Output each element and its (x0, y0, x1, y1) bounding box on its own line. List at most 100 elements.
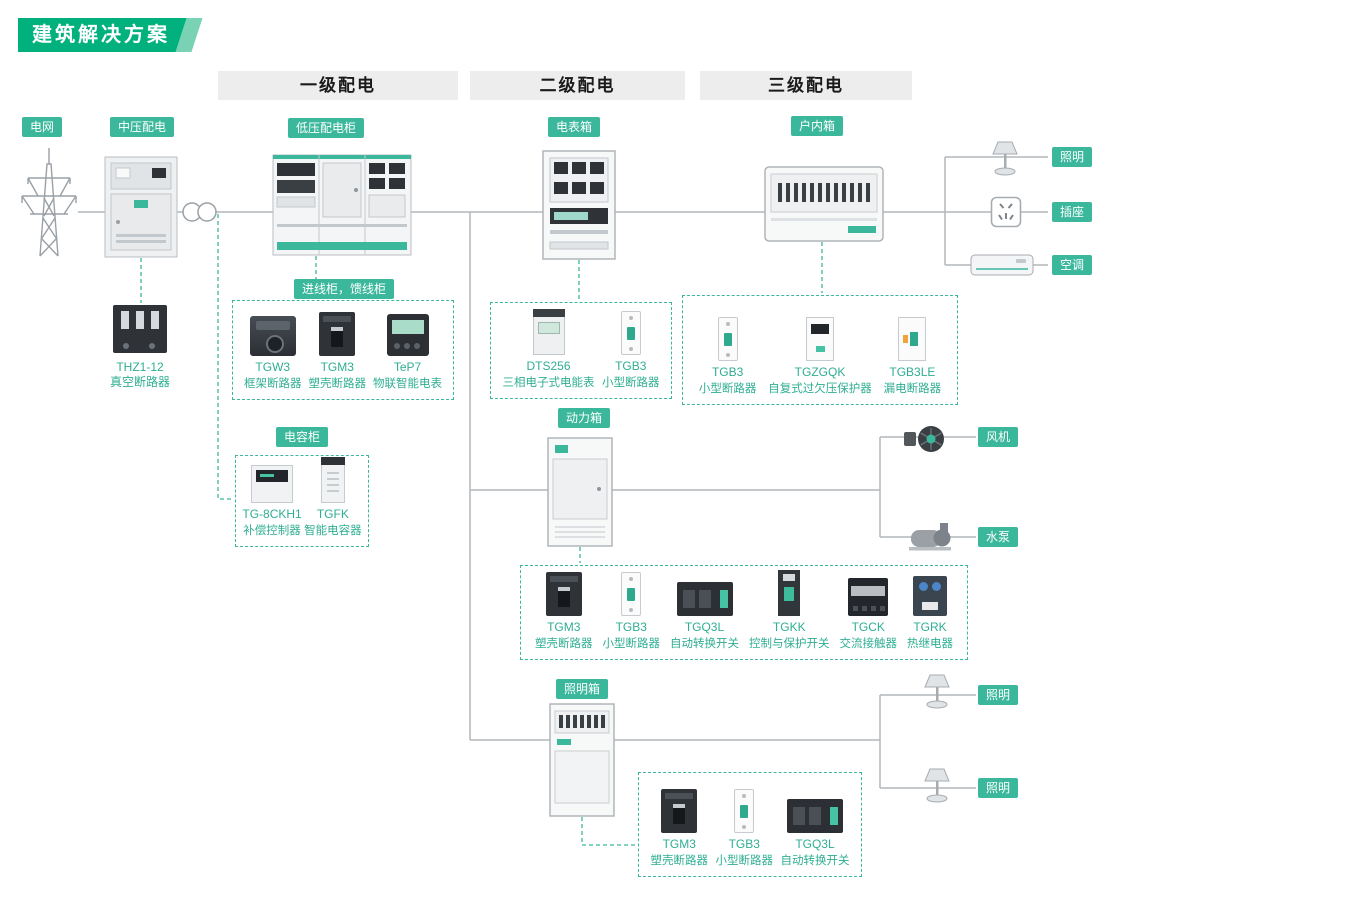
meter-box-icon (542, 150, 616, 260)
product-tgfk: TGFK 智能电容器 (304, 456, 362, 538)
product-desc: 小型断路器 (715, 854, 774, 867)
label-load-lighting-2: 照明 (978, 685, 1019, 705)
label-power-box: 动力箱 (558, 408, 611, 428)
label-load-aircon: 空调 (1052, 255, 1093, 275)
label-lighting-box: 照明箱 (556, 679, 609, 699)
product-image-tgm3 (545, 571, 582, 616)
product-desc: 小型断路器 (602, 376, 660, 389)
product-desc: 小型断路器 (602, 637, 661, 650)
power-box-icon (547, 437, 613, 547)
lamp-icon (920, 766, 954, 804)
label-capacitor-cabinet: 电容柜 (276, 427, 329, 447)
product-name: TGM3 (547, 619, 581, 634)
product-image-tgw3 (249, 315, 296, 356)
product-tgq3l: TGQ3L 自动转换开关 (780, 798, 850, 868)
product-tgb3: TGB3 小型断路器 (602, 310, 660, 390)
product-image-tgq3l (676, 581, 733, 616)
product-tg-8ckh1: TG-8CKH1 补偿控制器 (242, 464, 302, 538)
vacuum-breaker-desc: 真空断路器 (109, 375, 170, 389)
product-name: TGQ3L (684, 619, 725, 634)
product-image-tgkk (778, 569, 801, 616)
label-indoor-box: 户内箱 (791, 116, 844, 136)
product-tgb3: TGB3 小型断路器 (602, 571, 661, 651)
product-desc: 热继电器 (907, 637, 953, 650)
indoor-box-icon (764, 166, 884, 242)
label-load-lighting-3: 照明 (978, 778, 1019, 798)
product-name: TGCK (851, 619, 885, 634)
mv-cabinet-icon (104, 156, 178, 258)
product-name: TGQ3L (795, 836, 835, 851)
label-incoming-feeder-cabinet: 进线柜，馈线柜 (294, 279, 395, 299)
product-name: TGW3 (255, 359, 291, 374)
label-grid: 电网 (22, 117, 63, 137)
product-name: TGZGQK (794, 364, 846, 379)
product-desc: 小型断路器 (698, 382, 757, 395)
product-name: TGB3LE (889, 364, 936, 379)
lamp-icon (920, 672, 954, 710)
product-name: TGKK (772, 619, 806, 634)
product-desc: 漏电断路器 (883, 382, 942, 395)
product-desc: 三相电子式电能表 (502, 376, 595, 389)
product-name: TG-8CKH1 (242, 506, 302, 521)
product-image-tgm3 (319, 311, 356, 356)
label-mv-distribution: 中压配电 (110, 117, 175, 137)
product-image-dts256 (532, 308, 565, 355)
product-group-incoming-feeder: TGW3 框架断路器 TGM3 塑壳断路器 TeP7 物联智能电表 (232, 300, 454, 400)
product-desc: 塑壳断路器 (308, 377, 367, 390)
label-meter-box: 电表箱 (548, 117, 601, 137)
air-conditioner-icon (970, 254, 1034, 278)
product-desc: 智能电容器 (304, 524, 362, 537)
vacuum-breaker-image (113, 305, 167, 355)
product-tgb3: TGB3 小型断路器 (698, 316, 757, 396)
product-tgm3: TGM3 塑壳断路器 (650, 788, 709, 868)
product-dts256: DTS256 三相电子式电能表 (502, 308, 595, 390)
product-group-lighting-box: TGM3 塑壳断路器 TGB3 小型断路器 TGQ3L 自动转换开关 (638, 772, 862, 877)
lighting-box-icon (549, 703, 615, 817)
product-group-capacitor: TG-8CKH1 补偿控制器 TGFK 智能电容器 (235, 455, 369, 547)
product-name: TGM3 (662, 836, 696, 851)
label-lv-cabinet: 低压配电柜 (288, 118, 365, 138)
product-image-tgm3 (661, 788, 698, 833)
socket-icon (990, 196, 1022, 228)
vacuum-breaker-name: THZ1-12 (116, 360, 164, 374)
product-tgm3: TGM3 塑壳断路器 (308, 311, 367, 391)
pump-icon (906, 521, 954, 553)
product-desc: 补偿控制器 (243, 524, 301, 537)
product-image-tgzgqk (806, 316, 834, 361)
transmission-tower-icon (16, 138, 82, 258)
product-tgzgqk: TGZGQK 自复式过欠压保护器 (768, 316, 872, 396)
product-image-tgrk (913, 575, 947, 616)
product-image-tgb3le (898, 316, 927, 361)
product-tgm3: TGM3 塑壳断路器 (535, 571, 593, 651)
product-image-tep7 (386, 313, 429, 356)
product-desc: 塑壳断路器 (650, 854, 709, 867)
product-tgrk: TGRK 热继电器 (907, 575, 953, 651)
label-load-pump: 水泵 (978, 527, 1019, 547)
product-desc: 自动转换开关 (780, 854, 850, 867)
product-name: TGFK (316, 506, 349, 521)
product-group-power-box: TGM3 塑壳断路器 TGB3 小型断路器 TGQ3L 自动转换开关 TGKK … (520, 565, 968, 660)
product-image-tgb3 (620, 310, 641, 355)
fan-icon (902, 422, 948, 456)
transformer-symbol (182, 202, 217, 222)
lamp-icon (988, 139, 1022, 177)
product-image-tgb3 (717, 316, 738, 361)
product-desc: 交流接触器 (839, 637, 898, 650)
product-tgq3l: TGQ3L 自动转换开关 (670, 581, 739, 651)
product-image-tgb3 (734, 788, 755, 833)
product-tgck: TGCK 交流接触器 (839, 577, 898, 651)
section-tertiary-distribution: 三级配电 (700, 71, 912, 100)
section-secondary-distribution: 二级配电 (470, 71, 685, 100)
lv-switchgear-icon (272, 154, 412, 256)
product-tgb3le: TGB3LE 漏电断路器 (883, 316, 942, 396)
product-image-tg-8ckh1 (251, 464, 294, 503)
product-group-meter-box: DTS256 三相电子式电能表 TGB3 小型断路器 (490, 302, 672, 399)
product-tep7: TeP7 物联智能电表 (373, 313, 442, 391)
product-group-indoor-box: TGB3 小型断路器 TGZGQK 自复式过欠压保护器 TGB3LE 漏电断路器 (682, 295, 958, 405)
label-load-fan: 风机 (978, 427, 1019, 447)
label-load-lighting-1: 照明 (1052, 147, 1093, 167)
product-image-tgfk (320, 456, 345, 503)
product-desc: 框架断路器 (244, 377, 302, 390)
product-desc: 控制与保护开关 (749, 637, 830, 650)
product-name: DTS256 (526, 358, 571, 373)
